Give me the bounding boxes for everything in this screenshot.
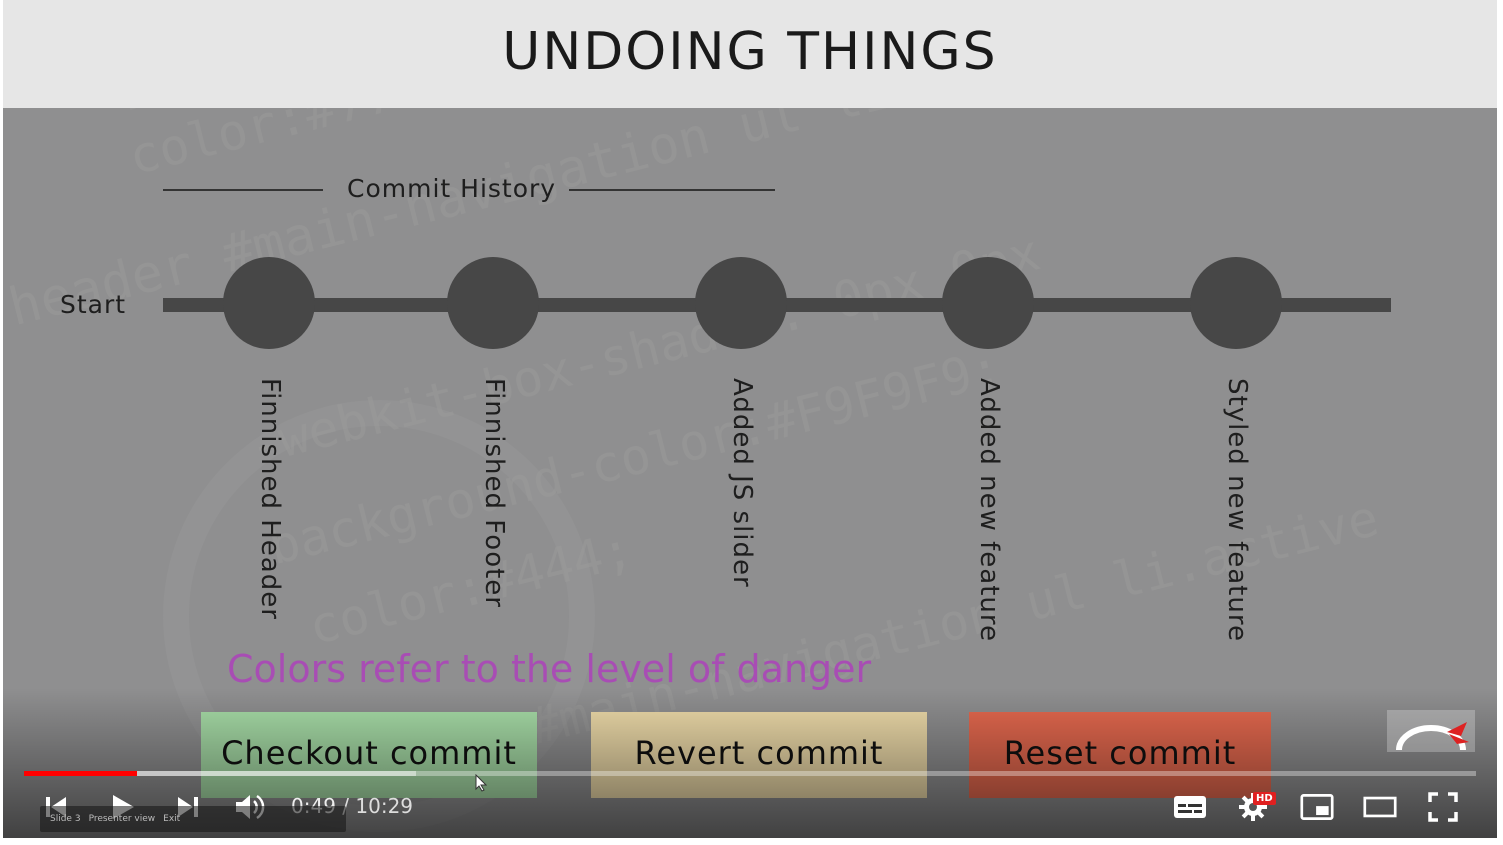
commit-label: Styled new feature [1222,378,1252,642]
presenter-view-label: Presenter view [88,814,156,824]
divider-line [569,189,775,191]
duration: 10:29 [355,794,414,818]
title-bar: UNDOING THINGS [3,0,1497,108]
progress-bar[interactable] [24,771,1476,776]
channel-logo[interactable] [1387,710,1475,752]
fullscreen-button[interactable] [1426,790,1460,824]
commit-node [447,257,539,349]
ninja-logo-icon [1396,722,1469,751]
progress-played [24,771,138,776]
danger-note: Colors refer to the level of danger [227,647,872,691]
presenter-toolbar: Slide 3 Presenter view Exit [40,806,346,832]
commit-label: Added JS slider [727,378,757,588]
hd-badge: HD [1253,792,1276,805]
commit-label: Finnished Header [255,378,285,620]
commit-node [942,257,1034,349]
mouse-cursor-icon [475,773,488,796]
miniplayer-button[interactable] [1300,790,1334,824]
commit-label: Added new feature [974,378,1004,642]
commit-node [223,257,315,349]
theater-mode-icon [1363,796,1397,818]
divider-line [163,189,323,191]
slide-title: UNDOING THINGS [502,22,998,82]
subtitles-icon [1174,796,1206,818]
section-header: Commit History [163,172,775,208]
start-label: Start [60,290,127,319]
video-player[interactable]: filter: gray; color:#777; header #main-n… [3,0,1497,838]
commit-label: Finnished Footer [479,378,509,608]
theater-mode-button[interactable] [1363,790,1397,824]
exit-label: Exit [163,814,181,824]
progress-loaded [24,771,417,776]
section-label: Commit History [347,174,557,203]
fullscreen-icon [1428,792,1458,822]
commit-node [695,257,787,349]
slide-indicator: Slide 3 [50,814,81,824]
subtitles-button[interactable] [1173,790,1207,824]
commit-node [1190,257,1282,349]
miniplayer-icon [1300,794,1334,820]
